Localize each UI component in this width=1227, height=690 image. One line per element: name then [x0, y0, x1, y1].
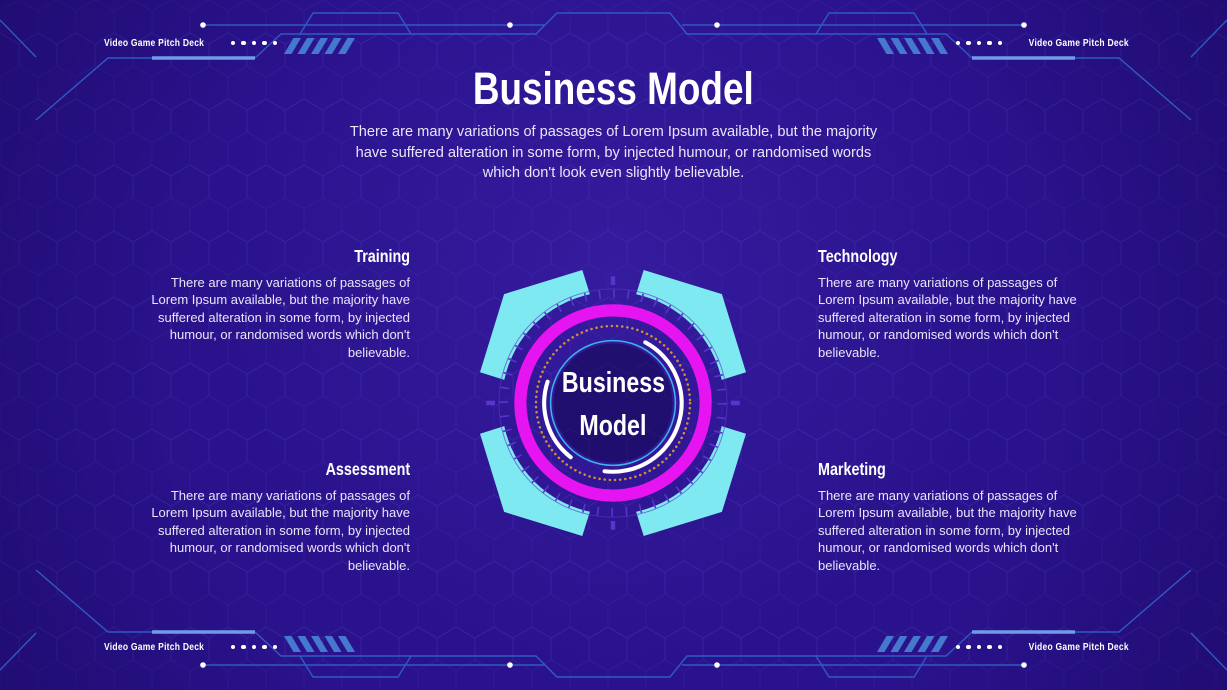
- section-assessment: Assessment There are many variations of …: [132, 459, 410, 574]
- emblem-cyan-circle: [549, 339, 677, 467]
- section-body: There are many variations of passages of…: [151, 275, 410, 360]
- bottom-circuit-decoration: [0, 570, 1227, 678]
- top-circuit-decoration: [0, 12, 1227, 120]
- deck-label-text: Video Game Pitch Deck: [1028, 37, 1129, 49]
- emblem-label-line1: Business: [561, 367, 665, 399]
- section-title: Training: [132, 246, 410, 267]
- slash-group-right: [877, 636, 948, 652]
- section-body: There are many variations of passages of…: [818, 275, 1077, 360]
- section-body: There are many variations of passages of…: [818, 488, 1077, 573]
- slash-group-left: [284, 636, 355, 652]
- section-title-text: Training: [354, 246, 410, 266]
- section-marketing: Marketing There are many variations of p…: [818, 459, 1096, 574]
- emblem-white-arcs: [542, 340, 684, 474]
- deck-label-text: Video Game Pitch Deck: [104, 641, 205, 653]
- decorative-dots: [230, 644, 278, 650]
- section-title-text: Technology: [818, 246, 898, 266]
- section-body: There are many variations of passages of…: [151, 488, 410, 573]
- deck-label-text: Video Game Pitch Deck: [1028, 641, 1129, 653]
- emblem-gold-dotted-ring: [534, 324, 692, 482]
- emblem-tick-dial: [486, 276, 740, 530]
- page-subtitle: There are many variations of passages of…: [349, 124, 878, 182]
- section-title: Marketing: [818, 459, 1096, 480]
- circuit-node-dots: [200, 22, 1027, 28]
- decorative-dots: [955, 644, 1003, 650]
- circuit-trace-lines: [0, 570, 1227, 678]
- circuit-trace-lines: [0, 12, 1227, 120]
- emblem-label: Business Model: [457, 249, 769, 561]
- slash-group-right: [877, 38, 948, 54]
- decorative-dots: [230, 40, 278, 46]
- section-title-text: Assessment: [325, 459, 410, 479]
- center-emblem: Business Model: [457, 247, 769, 559]
- emblem-graphic: [480, 270, 746, 536]
- circuit-node-dots: [200, 662, 1027, 668]
- section-title-text: Marketing: [818, 459, 886, 479]
- section-technology: Technology There are many variations of …: [818, 246, 1096, 361]
- deck-label-top-left: Video Game Pitch Deck: [104, 36, 278, 50]
- section-title: Technology: [818, 246, 1096, 267]
- deck-label-top-right: Video Game Pitch Deck: [955, 36, 1129, 50]
- slide-header: Business Model There are many variations…: [0, 66, 1227, 184]
- page-title: Business Model: [0, 66, 1227, 111]
- deck-label-text: Video Game Pitch Deck: [104, 37, 205, 49]
- decorative-dots: [955, 40, 1003, 46]
- emblem-inner-disc: [553, 343, 673, 463]
- slash-group-left: [284, 38, 355, 54]
- section-title: Assessment: [132, 459, 410, 480]
- deck-label-bottom-left: Video Game Pitch Deck: [104, 640, 278, 654]
- deck-label-bottom-right: Video Game Pitch Deck: [955, 640, 1129, 654]
- section-training: Training There are many variations of pa…: [132, 246, 410, 361]
- page-title-text: Business Model: [473, 63, 754, 114]
- emblem-magenta-ring: [514, 304, 712, 502]
- emblem-corner-wings: [480, 270, 746, 536]
- emblem-label-line2: Model: [579, 410, 647, 442]
